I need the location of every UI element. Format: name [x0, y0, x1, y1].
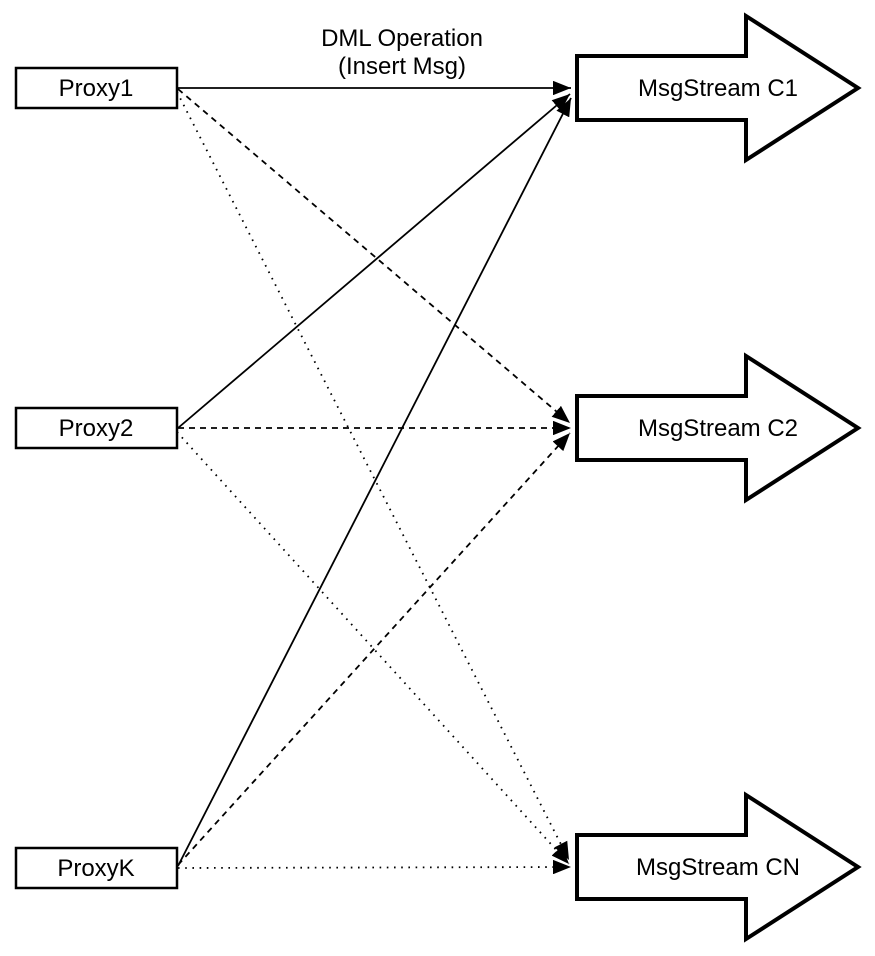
msgstream-arrows: MsgStream C1 MsgStream C2 MsgStream CN [575, 12, 862, 943]
msgstream-cn-arrow [575, 791, 862, 943]
edge-proxy2-to-c1 [177, 93, 571, 429]
msgstream-c1-label: MsgStream C1 [638, 75, 798, 102]
edge-proxyk-to-c1 [177, 97, 572, 867]
edge-proxyk-to-c2 [177, 432, 571, 866]
msgstream-c2-label: MsgStream C2 [638, 415, 798, 442]
proxy1-label: Proxy1 [59, 75, 134, 102]
edge-proxy2-to-cn [176, 431, 570, 865]
dml-operation-label-line2: (Insert Msg) [338, 53, 466, 80]
proxyk-label: ProxyK [57, 855, 134, 882]
edge-proxy1-to-c2 [177, 88, 571, 424]
edge-proxyk-to-cn [177, 859, 572, 875]
msgstream-c2-arrow [575, 352, 862, 504]
proxy1-node [14, 66, 179, 110]
dml-operation-label-line1: DML Operation [321, 25, 483, 52]
msgstream-cn-label: MsgStream CN [636, 854, 800, 881]
msgstream-c1-arrow [575, 12, 862, 164]
edge-proxy1-to-cn [176, 91, 570, 861]
edges [176, 80, 572, 875]
proxyk-node [14, 846, 179, 890]
proxy-nodes: Proxy1 Proxy2 ProxyK [14, 66, 179, 890]
proxy2-node [14, 406, 179, 450]
proxy2-label: Proxy2 [59, 415, 134, 442]
